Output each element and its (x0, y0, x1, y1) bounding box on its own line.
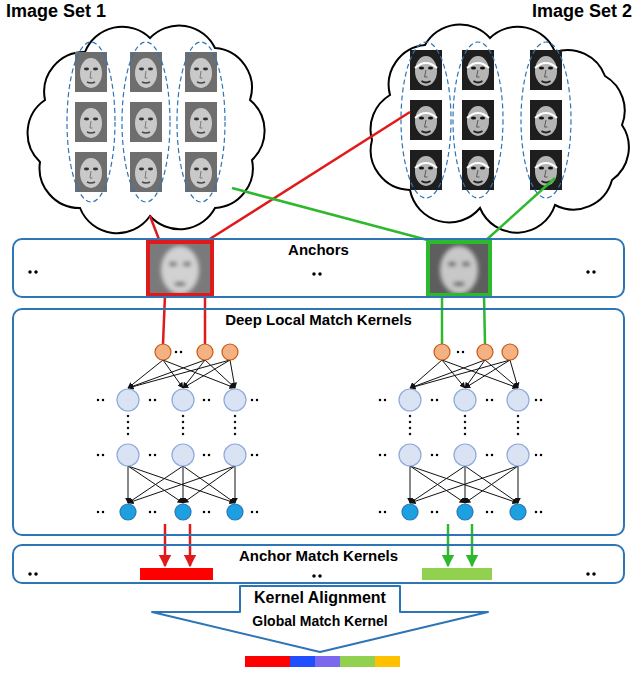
ellipsis-dots (30, 272, 600, 576)
set-label: Image Set 2 (532, 0, 632, 22)
kernel-bar (140, 568, 213, 580)
arrow-shape (152, 586, 488, 652)
cloud-outline (371, 24, 629, 232)
subset-ellipses (67, 42, 571, 202)
alignment-arrow: Kernel AlignmentGlobal Match Kernel (150, 585, 490, 655)
layer-dots (128, 416, 518, 440)
image-set-cloud: Image Set 2 (366, 0, 634, 212)
band-title: Anchors (288, 240, 349, 259)
anchors-band: Anchors (12, 238, 625, 298)
hidden-units (117, 389, 529, 466)
arrow-label: Kernel Alignment (254, 588, 386, 608)
cloud-outline (28, 26, 265, 234)
global-kernel-bar (245, 656, 400, 667)
anchor-image (148, 242, 212, 295)
output-units (120, 504, 526, 520)
input-units (155, 344, 518, 360)
anchor-image (428, 242, 490, 295)
anchor-kernel-band: Anchor Match Kernels (12, 544, 625, 584)
band-title: Anchor Match Kernels (239, 546, 398, 565)
band-title: Deep Local Match Kernels (225, 310, 412, 329)
arrow-label: Global Match Kernel (252, 613, 387, 629)
kernel-band: Deep Local Match Kernels (12, 308, 625, 536)
set-label: Image Set 1 (6, 0, 106, 22)
network-links (128, 360, 518, 503)
kernel-bar (422, 568, 492, 580)
image-set-cloud: Image Set 1 (4, 0, 266, 220)
ellipsis-dots (98, 352, 546, 512)
